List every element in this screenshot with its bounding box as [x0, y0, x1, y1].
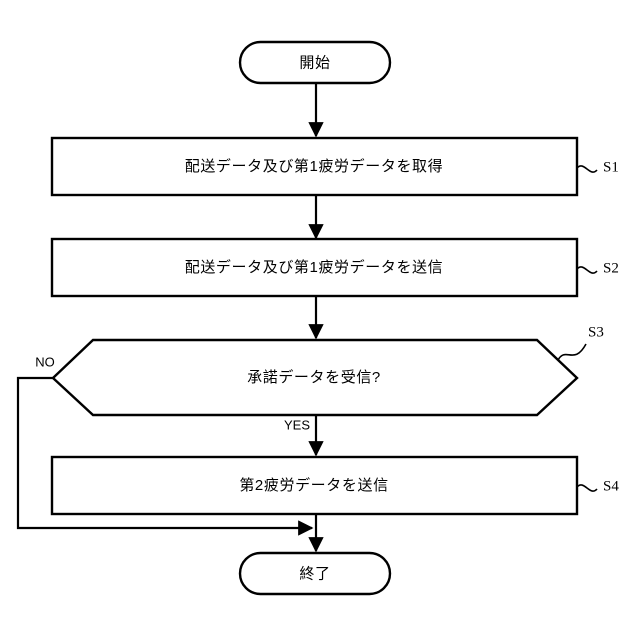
- end-label: 終了: [299, 565, 330, 582]
- s2-process-shape: [50, 237, 579, 298]
- s4-leader-line: [576, 484, 598, 492]
- step-marker-s2: S2: [576, 260, 619, 276]
- s4-label: 第2疲労データを送信: [239, 476, 388, 494]
- start-label: 開始: [299, 54, 330, 71]
- s1-label: 配送データ及び第1疲労データを取得: [185, 157, 444, 175]
- s4-step-label: S4: [603, 478, 619, 494]
- node-s3: 承諾データを受信?: [51, 338, 579, 417]
- s4-process-shape: [50, 455, 579, 516]
- node-s1: 配送データ及び第1疲労データを取得: [50, 136, 579, 197]
- step-marker-s3: S3: [557, 324, 604, 361]
- step-marker-s4: S4: [576, 478, 619, 494]
- s3-label: 承諾データを受信?: [247, 368, 381, 386]
- s3-step-label: S3: [588, 324, 604, 340]
- s1-process-shape: [50, 136, 579, 197]
- end-terminator-shape: [238, 551, 392, 596]
- step-marker-s1: S1: [576, 159, 619, 175]
- s1-step-label: S1: [603, 159, 619, 175]
- branch-label-no: NO: [35, 354, 55, 369]
- s3-leader-line: [557, 343, 587, 361]
- edge-s3-no-to-end: [16, 376, 314, 536]
- s2-leader-line: [576, 266, 598, 274]
- node-end: 終了: [238, 551, 392, 596]
- node-s4: 第2疲労データを送信: [50, 455, 579, 516]
- s2-step-label: S2: [603, 260, 619, 276]
- branch-label-yes: YES: [284, 417, 310, 432]
- s1-leader-line: [576, 165, 598, 173]
- node-s2: 配送データ及び第1疲労データを送信: [50, 237, 579, 298]
- node-start: 開始: [238, 40, 392, 85]
- s2-label: 配送データ及び第1疲労データを送信: [185, 258, 444, 276]
